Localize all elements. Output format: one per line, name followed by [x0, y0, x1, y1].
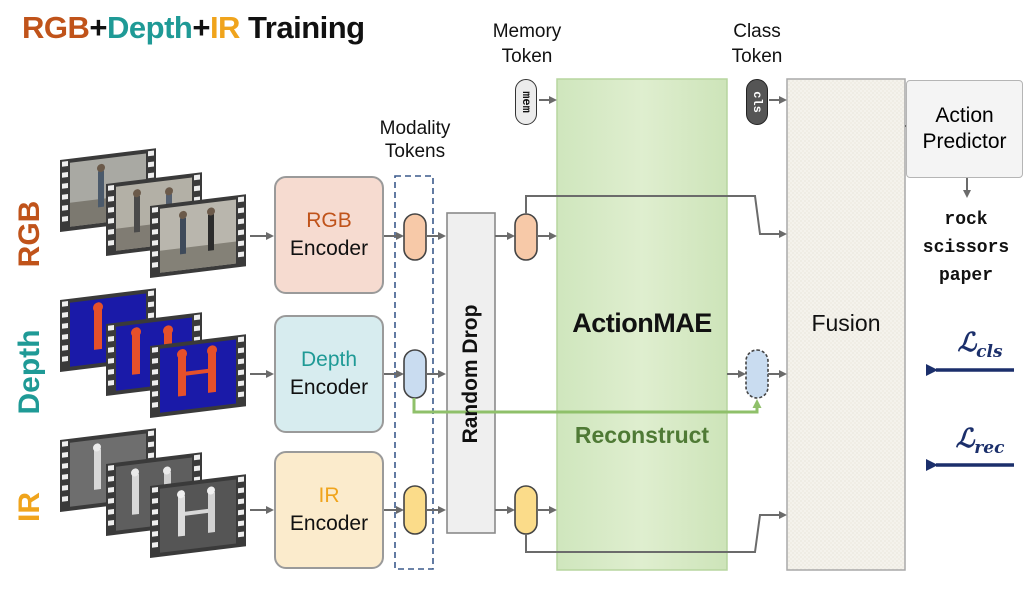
reconstruct-arrow: [412, 398, 762, 414]
actionmae-block: [556, 78, 728, 571]
fusion-label: Fusion: [811, 310, 881, 336]
rec-loss-subscript: rec: [974, 438, 1005, 458]
ir-encoder: IR Encoder: [274, 451, 384, 569]
modality-tokens-line2: Tokens: [384, 141, 446, 162]
ir-modality-token: [403, 485, 427, 535]
memory-token-glyph: mem: [519, 91, 534, 113]
modality-tokens-label: Modality Tokens: [360, 117, 470, 163]
title-plus-1: +: [89, 10, 107, 45]
title-depth: Depth: [107, 10, 193, 45]
action-predictor-line1: Action: [935, 104, 994, 127]
depth-encoder: Depth Encoder: [274, 315, 384, 433]
rec-loss-label: ℒrec: [940, 424, 1020, 458]
ir-encoder-name: IR: [318, 484, 340, 507]
memory-token: mem: [515, 79, 537, 125]
actionmae-label: ActionMAE: [572, 308, 712, 338]
action-predictor-line2: Predictor: [922, 130, 1007, 153]
reconstructed-depth-token: [745, 349, 769, 399]
action-predictor-box: Action Predictor: [906, 80, 1023, 178]
depth-modality-label: Depth: [13, 329, 46, 415]
depth-encoder-name: Depth: [300, 348, 358, 371]
memory-token-label: Memory Token: [472, 19, 582, 69]
modality-tokens-line1: Modality: [379, 118, 451, 139]
rgb-modality-label: RGB: [13, 200, 46, 268]
class-output-list: rock scissors paper: [906, 206, 1026, 290]
ir-modality-label: IR: [13, 492, 46, 522]
cls-loss-label: ℒcls: [940, 328, 1020, 362]
depth-modality-token: [403, 349, 427, 399]
fusion-block: [786, 78, 906, 571]
class-output-scissors: scissors: [922, 238, 1010, 258]
rgb-encoder: RGB Encoder: [274, 176, 384, 294]
depth-frames: [60, 288, 246, 418]
cls-loss-symbol: ℒ: [957, 328, 977, 358]
title-rgb: RGB: [22, 10, 90, 45]
diagram-title: RGB+Depth+IR Training: [22, 10, 365, 46]
ir-encoder-suffix: Encoder: [289, 512, 369, 535]
memory-token-line1: Memory: [492, 21, 562, 42]
rgb-bypass-line: [525, 195, 787, 238]
title-training: Training: [239, 10, 365, 45]
rgb-frames: [60, 148, 246, 278]
ir-kept-token: [514, 485, 538, 535]
rgb-kept-token: [514, 213, 538, 261]
modality-tokens-box: [394, 175, 434, 570]
class-output-paper: paper: [938, 266, 993, 286]
ir-frames: [60, 428, 246, 558]
memory-token-line2: Token: [501, 46, 553, 67]
class-token-line2: Token: [731, 46, 783, 67]
rgb-encoder-suffix: Encoder: [289, 237, 369, 260]
class-token: cls: [746, 79, 768, 125]
random-drop-label: Random Drop: [459, 304, 482, 444]
class-output-rock: rock: [944, 210, 988, 230]
reconstruct-label: Reconstruct: [574, 422, 710, 448]
class-token-glyph: cls: [750, 91, 765, 113]
class-token-label: Class Token: [702, 19, 812, 69]
ir-bypass-line: [525, 511, 787, 553]
class-token-line1: Class: [733, 21, 781, 42]
depth-encoder-suffix: Encoder: [289, 376, 369, 399]
rec-loss-symbol: ℒ: [955, 424, 975, 454]
title-ir: IR: [209, 10, 241, 45]
rgb-encoder-name: RGB: [306, 209, 352, 232]
cls-loss-subscript: cls: [976, 342, 1003, 362]
rgb-modality-token: [403, 213, 427, 261]
random-drop-box: [446, 212, 496, 534]
title-plus-2: +: [192, 10, 210, 45]
